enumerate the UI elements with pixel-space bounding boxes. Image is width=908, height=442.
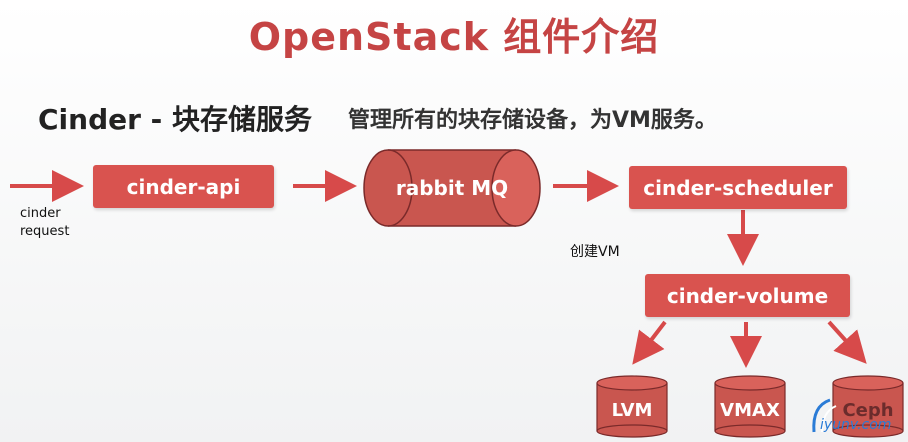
watermark-text: iyunv.com	[820, 417, 892, 433]
lvm-cylinder	[596, 375, 668, 438]
create-vm-label: 创建VM	[570, 244, 620, 260]
backend-lvm-label: LVM	[611, 400, 653, 421]
section-description: 管理所有的块存储设备，为VM服务。	[348, 108, 717, 133]
page-title: OpenStack 组件介绍	[248, 15, 660, 59]
vmax-cylinder	[714, 375, 786, 438]
cinder-scheduler-node: cinder-scheduler	[629, 166, 847, 209]
rabbitmq-cylinder	[363, 149, 541, 227]
rabbitmq-label: rabbit MQ	[395, 176, 509, 200]
cinder-volume-node: cinder-volume	[645, 274, 850, 317]
backend-vmax-label: VMAX	[720, 400, 780, 421]
arrow-volume-to-ceph	[827, 320, 867, 364]
watermark-logo-icon	[812, 398, 837, 433]
section-subtitle: Cinder - 块存储服务	[38, 103, 313, 136]
backend-ceph-label: Ceph	[842, 400, 894, 421]
request-label: cinder request	[20, 206, 70, 239]
cinder-api-node: cinder-api	[93, 165, 274, 208]
ceph-cylinder	[832, 375, 904, 438]
arrow-volume-to-lvm	[632, 320, 667, 365]
